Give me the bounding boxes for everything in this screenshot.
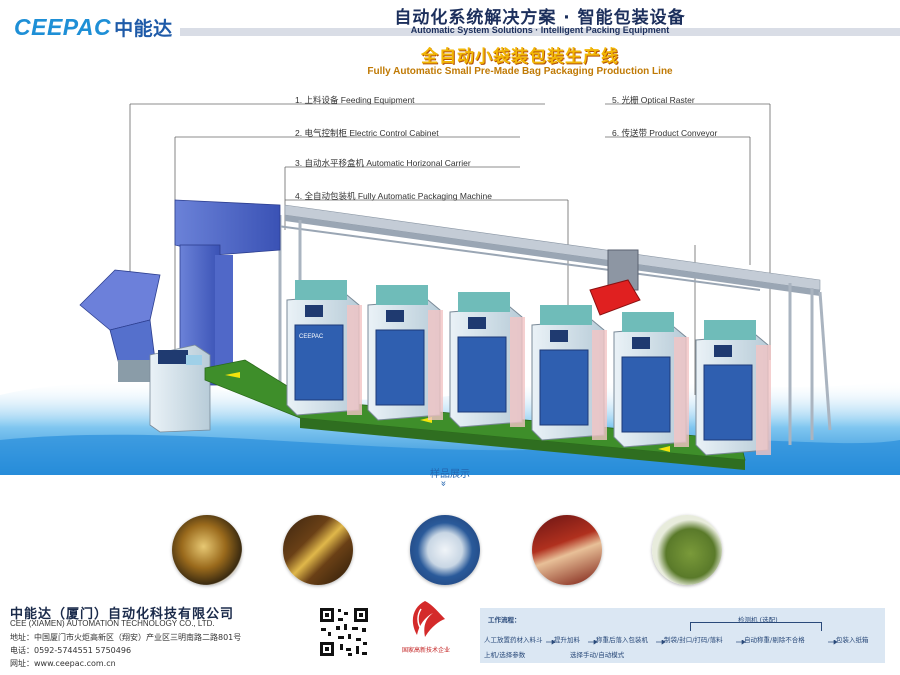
sample-image-2 (283, 515, 353, 585)
company-name-cn: 中能达（厦门）自动化科技有限公司 (10, 607, 235, 622)
high-tech-enterprise-logo (412, 601, 445, 637)
callout-horizontal-carrier: 3. 自动水平移盒机 Automatic Horizonal Carrier (295, 158, 471, 168)
callout-feeding-equipment: 1. 上料设备 Feeding Equipment (295, 95, 415, 105)
sample-image-3 (410, 515, 480, 585)
workflow-step-1: 人工放置药材入料斗 (484, 636, 543, 644)
page-title-en: Fully Automatic Small Pre-Made Bag Packa… (367, 66, 673, 77)
workflow-step-5: 自动称重/剔除不合格 (744, 636, 805, 644)
workflow-title: 工作流程： (488, 616, 521, 624)
overhead-rail (269, 204, 821, 296)
packaging-machine-2 (367, 285, 443, 421)
workflow-arrows (546, 640, 838, 645)
qr-code-icon (318, 606, 370, 658)
sample-image-1 (172, 515, 242, 585)
callout-electric-cabinet: 2. 电气控制柜 Electric Control Cabinet (295, 128, 439, 138)
callout-product-conveyor: 6. 传送带 Product Conveyor (612, 128, 718, 138)
sample-image-4 (532, 515, 602, 585)
workflow-step-6: 包装入纸箱 (836, 636, 869, 644)
slogan-en: Automatic System Solutions · Intelligent… (410, 25, 670, 35)
packaging-machine-1: CEEPAC (286, 280, 362, 416)
company-name-en: CEE (XIAMEN) AUTOMATION TECHNOLOGY CO., … (10, 619, 215, 628)
logo-text-cn: 中能达 (114, 19, 173, 40)
chevron-down-icon: » (437, 480, 449, 487)
slogan-cn: 自动化系统解决方案 · 智能包装设备 (394, 8, 686, 28)
website-text[interactable]: 网址：www.ceepac.com.cn (10, 659, 116, 668)
optical-raster (589, 249, 641, 316)
packaging-machine-5 (613, 312, 689, 448)
workflow-branch-label: 检测机 (选配) (738, 616, 778, 624)
feeding-hopper (79, 269, 161, 382)
header-band (180, 28, 900, 36)
company-address: 地址：中国厦门市火炬高新区（翔安）产业区三明南路二路801号 (10, 633, 242, 642)
packaging-machine-3 (449, 292, 525, 428)
machine-brand-label: CEEPAC (299, 334, 324, 340)
electric-control-cabinet (149, 344, 211, 433)
workflow-step-a: 上机/选择参数 (484, 651, 526, 659)
samples-title: 样品展示 (430, 469, 470, 480)
workflow-branch-bracket (690, 622, 822, 631)
workflow-step-2: 提升加料 (554, 636, 580, 644)
honor-label: 国家高新技术企业 (401, 647, 450, 654)
sample-image-5 (652, 515, 722, 585)
logo-text-en: CEEPAC (14, 14, 112, 40)
packaging-machine-6 (695, 320, 771, 456)
callout-optical-raster: 5. 光栅 Optical Raster (612, 95, 695, 105)
workflow-step-3: 称重后落入包装机 (596, 636, 648, 644)
callout-lines (129, 103, 771, 395)
packaging-machine-4 (531, 305, 607, 441)
company-phone: 电话：0592-5744551 5750496 (10, 646, 132, 655)
packaging-machines: CEEPAC (286, 280, 771, 456)
callout-packaging-machine: 4. 全自动包装机 Fully Automatic Packaging Mach… (295, 191, 492, 201)
page-title-cn: 全自动小袋装包装生产线 (421, 47, 619, 67)
workflow-panel: 工作流程： 检测机 (选配) 人工放置药材入料斗 提升加料 称重后落入包装机 制… (480, 608, 885, 663)
company-website[interactable]: 网址：www.ceepac.com.cn (10, 658, 116, 669)
workflow-step-b: 选择手动/自动模式 (570, 651, 625, 659)
production-line-illustration: CEEPAC (0, 103, 900, 475)
workflow-step-4: 制袋/封口/打码/落料 (664, 636, 723, 644)
